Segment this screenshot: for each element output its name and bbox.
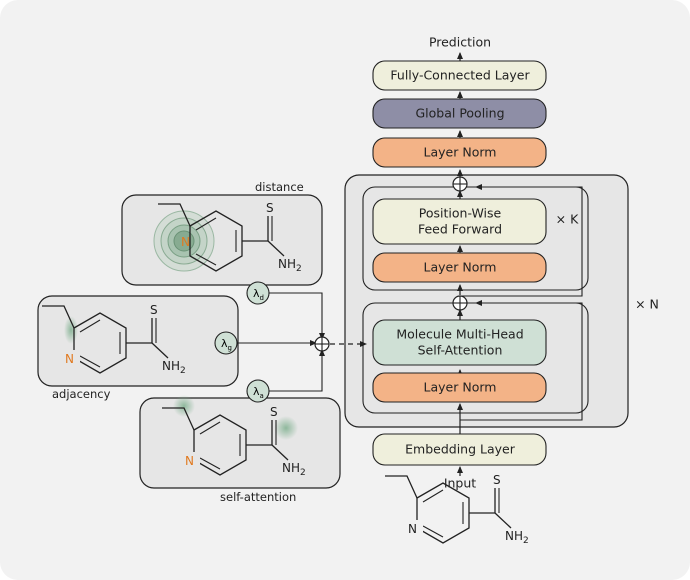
distance-label: distance (255, 180, 304, 194)
layer-norm-label: Layer Norm (424, 380, 497, 395)
svg-text:S: S (493, 473, 501, 487)
adjacency-label: adjacency (52, 387, 111, 401)
input-molecule: N S NH2 (384, 473, 529, 546)
svg-text:S: S (150, 303, 158, 317)
ffn-label-line1: Position-Wise (419, 206, 502, 221)
global-pooling-box (372, 98, 547, 129)
distance-panel (121, 194, 323, 286)
layer-norm-label: Layer Norm (424, 260, 497, 275)
fc-layer-label: Fully-Connected Layer (390, 68, 530, 83)
layer-norm-label: Layer Norm (424, 145, 497, 160)
attention-highlight (173, 395, 195, 417)
adjacency-panel (37, 295, 239, 387)
layer-norm-top-box (372, 137, 547, 168)
svg-text:NH2: NH2 (505, 529, 529, 546)
svg-text:S: S (266, 201, 274, 215)
embedding-layer-box (372, 433, 547, 466)
lambda-a-node: λa (246, 379, 270, 403)
svg-text:λg: λg (221, 337, 232, 352)
lambda-g-node: λg (214, 331, 238, 355)
svg-text:NH2: NH2 (162, 359, 186, 376)
adjacency-molecule: N S NH2 (41, 303, 186, 376)
fully-connected-layer-box (372, 60, 547, 91)
svg-text:N: N (65, 352, 74, 366)
svg-text:NH2: NH2 (282, 461, 306, 478)
residual-add-icon (452, 176, 468, 192)
attention-highlight (274, 416, 298, 440)
multi-head-attention-box (372, 319, 547, 366)
feed-forward-box (372, 198, 547, 245)
combine-add-icon (314, 336, 330, 352)
layer-norm-ffn-box (372, 252, 547, 283)
svg-text:λa: λa (253, 385, 264, 400)
prediction-label: Prediction (429, 35, 491, 50)
svg-text:NH2: NH2 (278, 257, 302, 274)
global-pooling-label: Global Pooling (415, 106, 504, 121)
svg-text:N: N (185, 454, 194, 468)
mha-label-line2: Self-Attention (418, 343, 503, 358)
times-k-label: × K (556, 212, 579, 227)
svg-text:λd: λd (253, 287, 264, 302)
svg-text:N: N (181, 235, 190, 249)
embedding-label: Embedding Layer (405, 442, 516, 457)
distance-molecule: N S NH2 (157, 201, 302, 274)
lambda-d-node: λd (246, 281, 270, 305)
mha-label-line1: Molecule Multi-Head (396, 327, 523, 342)
layer-norm-attn-box (372, 372, 547, 403)
svg-text:N: N (408, 522, 417, 536)
self-attention-molecule: N S NH2 (161, 405, 306, 478)
ffn-label-line2: Feed Forward (418, 222, 502, 237)
residual-add-icon (452, 295, 468, 311)
input-label: Input (444, 476, 476, 491)
self-attention-label: self-attention (220, 490, 296, 504)
times-n-label: × N (635, 297, 659, 312)
svg-text:S: S (270, 405, 278, 419)
